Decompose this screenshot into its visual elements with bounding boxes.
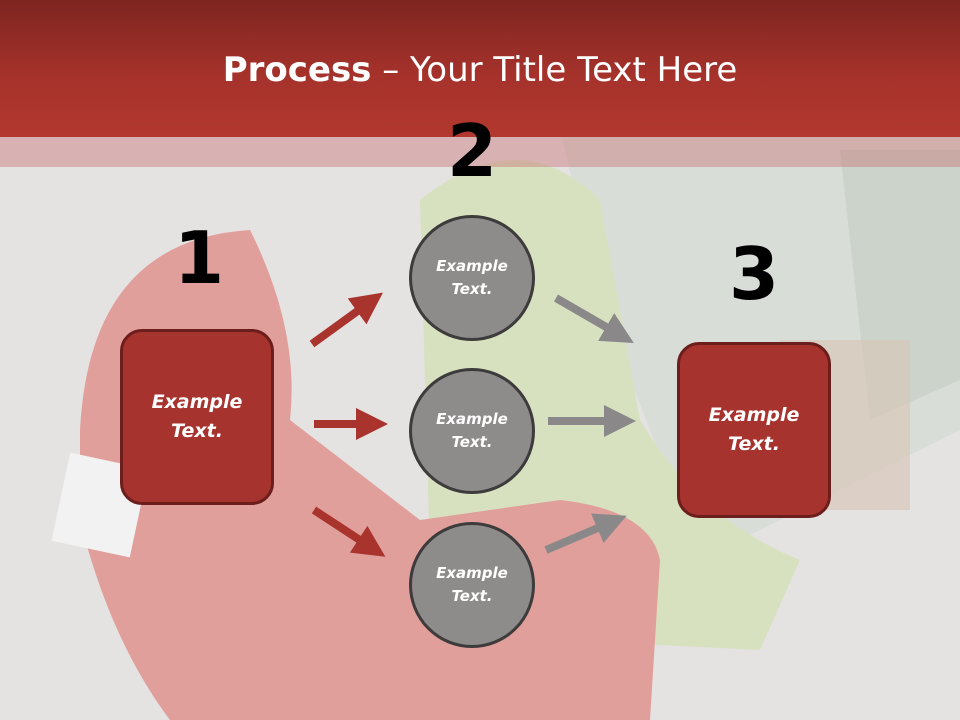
title-rest: – Your Title Text Here [371,50,738,90]
title-band [0,137,960,167]
step-1-box[interactable]: Example Text. [120,329,274,505]
title-bold: Process [222,50,372,90]
arrow-bottom-to-3 [544,513,627,554]
slide-title[interactable]: Process – Your Title Text Here [0,50,960,90]
arrow-top-to-3 [553,294,634,344]
step-3-label: Example Text. [708,404,800,455]
step-number-1: 1 [173,216,225,300]
step-2-circle-top[interactable]: Example Text. [409,215,535,341]
step-number-3: 3 [728,232,780,316]
circle-bottom-label: Example Text. [436,564,508,605]
step-2-circle-middle[interactable]: Example Text. [409,368,535,494]
step-3-box[interactable]: Example Text. [677,342,831,518]
arrow-1-to-top [309,292,383,348]
step-2-circle-bottom[interactable]: Example Text. [409,522,535,648]
step-1-label: Example Text. [151,391,243,442]
circle-middle-label: Example Text. [436,410,508,451]
arrow-1-to-bottom [311,506,386,557]
title-bar [0,0,960,137]
circle-top-label: Example Text. [436,257,508,298]
step-number-2: 2 [446,109,498,193]
